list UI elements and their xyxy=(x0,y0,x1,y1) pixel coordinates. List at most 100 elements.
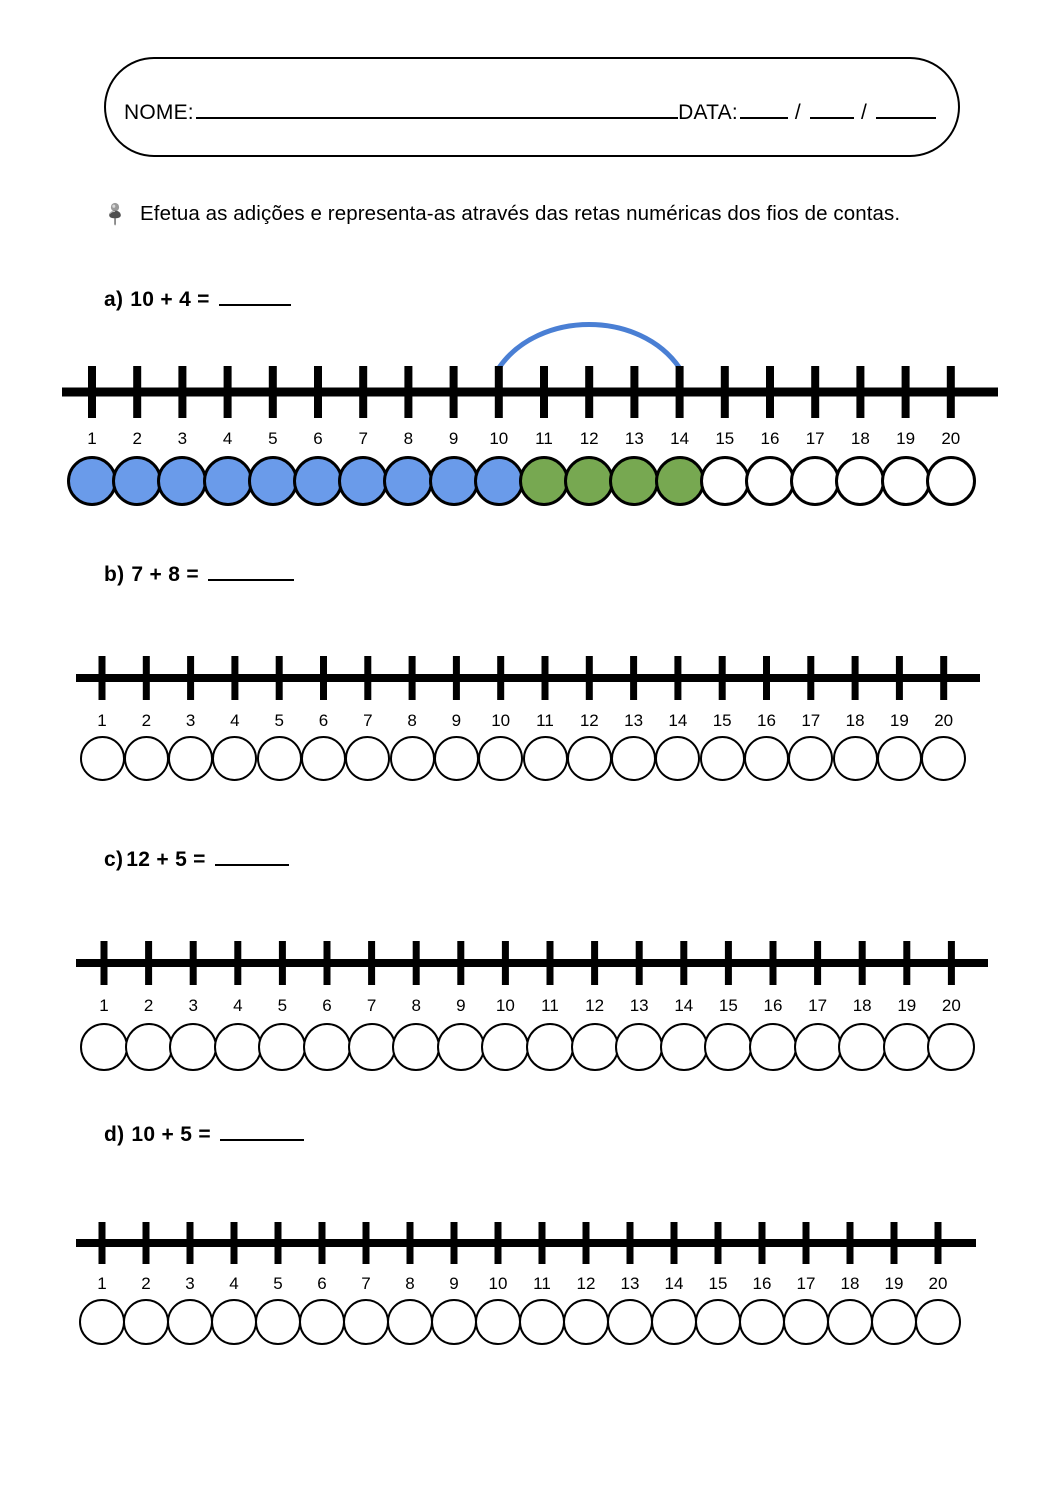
axis-ticks-a xyxy=(62,366,998,418)
bead-empty[interactable] xyxy=(915,1299,961,1345)
bead-empty[interactable] xyxy=(876,736,922,781)
bead-green[interactable] xyxy=(654,456,705,506)
axis-tick xyxy=(362,1222,370,1264)
bead-blue[interactable] xyxy=(112,456,163,506)
bead-empty[interactable] xyxy=(389,736,435,781)
bead-empty[interactable] xyxy=(475,1299,521,1345)
date-month-line[interactable] xyxy=(809,117,854,119)
bead-empty[interactable] xyxy=(522,736,568,781)
bead-empty[interactable] xyxy=(607,1299,653,1345)
bead-blue[interactable] xyxy=(338,456,389,506)
bead-empty[interactable] xyxy=(168,736,214,781)
bead-empty[interactable] xyxy=(481,1023,530,1071)
bead-blue[interactable] xyxy=(293,456,343,506)
bead-empty[interactable] xyxy=(882,1023,931,1071)
bead-empty[interactable] xyxy=(611,736,657,781)
tick-label: 5 xyxy=(273,1274,283,1293)
bead-blue[interactable] xyxy=(428,456,479,506)
bead-empty[interactable] xyxy=(790,456,841,506)
bead-empty[interactable] xyxy=(739,1299,785,1345)
tick-label: 16 xyxy=(752,1274,772,1293)
bead-empty[interactable] xyxy=(347,1023,396,1071)
bead-empty[interactable] xyxy=(80,1023,128,1071)
bead-empty[interactable] xyxy=(392,1023,441,1071)
bead-empty[interactable] xyxy=(704,1023,753,1071)
bead-empty[interactable] xyxy=(343,1299,389,1345)
bead-blue[interactable] xyxy=(247,456,298,506)
bead-empty[interactable] xyxy=(256,736,302,781)
bead-empty[interactable] xyxy=(570,1023,619,1071)
date-day-line[interactable] xyxy=(739,117,788,119)
bead-empty[interactable] xyxy=(124,1023,173,1071)
bead-empty[interactable] xyxy=(655,736,701,781)
bead-empty[interactable] xyxy=(699,456,750,506)
bead-empty[interactable] xyxy=(79,1299,125,1345)
bead-empty[interactable] xyxy=(925,456,976,506)
bead-empty[interactable] xyxy=(566,736,612,781)
bead-empty[interactable] xyxy=(167,1299,213,1345)
bead-empty[interactable] xyxy=(211,1299,257,1345)
bead-empty[interactable] xyxy=(827,1299,873,1345)
bead-empty[interactable] xyxy=(212,736,258,781)
bead-blue[interactable] xyxy=(383,456,434,506)
bead-blue[interactable] xyxy=(202,456,253,506)
bead-empty[interactable] xyxy=(835,456,886,506)
exercise-d-answer-blank[interactable] xyxy=(219,1139,304,1141)
bead-blue[interactable] xyxy=(67,456,117,506)
bead-empty[interactable] xyxy=(431,1299,477,1345)
bead-empty[interactable] xyxy=(921,736,967,781)
bead-empty[interactable] xyxy=(478,736,524,781)
bead-empty[interactable] xyxy=(788,736,834,781)
tick-label: 16 xyxy=(763,996,783,1015)
exercise-c-answer-blank[interactable] xyxy=(214,864,289,866)
bead-empty[interactable] xyxy=(258,1023,307,1071)
axis-tick xyxy=(497,656,505,700)
name-write-line[interactable] xyxy=(195,117,679,119)
bead-empty[interactable] xyxy=(123,736,169,781)
bead-blue[interactable] xyxy=(473,456,524,506)
bead-empty[interactable] xyxy=(519,1299,565,1345)
bead-empty[interactable] xyxy=(927,1023,976,1071)
bead-empty[interactable] xyxy=(301,736,346,781)
bead-empty[interactable] xyxy=(880,456,931,506)
bead-empty[interactable] xyxy=(793,1023,842,1071)
bead-empty[interactable] xyxy=(436,1023,485,1071)
bead-blue[interactable] xyxy=(157,456,208,506)
bead-empty[interactable] xyxy=(563,1299,609,1345)
tick-label: 2 xyxy=(132,429,142,448)
bead-empty[interactable] xyxy=(387,1299,433,1345)
bead-empty[interactable] xyxy=(169,1023,218,1071)
bead-empty[interactable] xyxy=(699,736,745,781)
bead-empty[interactable] xyxy=(303,1023,351,1071)
axis-tick xyxy=(314,366,322,418)
bead-empty[interactable] xyxy=(744,736,789,781)
bead-empty[interactable] xyxy=(749,1023,797,1071)
exercise-b-answer-blank[interactable] xyxy=(207,579,294,581)
exercise-a-answer-blank[interactable] xyxy=(218,304,291,306)
bead-empty[interactable] xyxy=(659,1023,708,1071)
bead-green[interactable] xyxy=(564,456,615,506)
date-year-line[interactable] xyxy=(876,117,936,119)
bead-empty[interactable] xyxy=(832,736,878,781)
bead-empty[interactable] xyxy=(783,1299,829,1345)
bead-empty[interactable] xyxy=(345,736,391,781)
bead-empty[interactable] xyxy=(526,1023,574,1071)
axis-tick xyxy=(449,366,458,418)
bead-empty[interactable] xyxy=(255,1299,301,1345)
bead-green[interactable] xyxy=(609,456,660,506)
bead-green[interactable] xyxy=(519,456,569,506)
bead-empty[interactable] xyxy=(651,1299,697,1345)
bead-empty[interactable] xyxy=(213,1023,262,1071)
bead-empty[interactable] xyxy=(79,736,125,781)
bead-empty[interactable] xyxy=(871,1299,917,1345)
axis-tick xyxy=(231,656,239,700)
bead-empty[interactable] xyxy=(838,1023,887,1071)
bead-empty[interactable] xyxy=(123,1299,169,1345)
bead-empty[interactable] xyxy=(299,1299,345,1345)
bead-empty[interactable] xyxy=(615,1023,664,1071)
axis-tick xyxy=(412,941,420,985)
bead-empty[interactable] xyxy=(695,1299,741,1345)
bead-empty[interactable] xyxy=(745,456,795,506)
bead-empty[interactable] xyxy=(433,736,479,781)
tick-label: 11 xyxy=(535,429,553,448)
